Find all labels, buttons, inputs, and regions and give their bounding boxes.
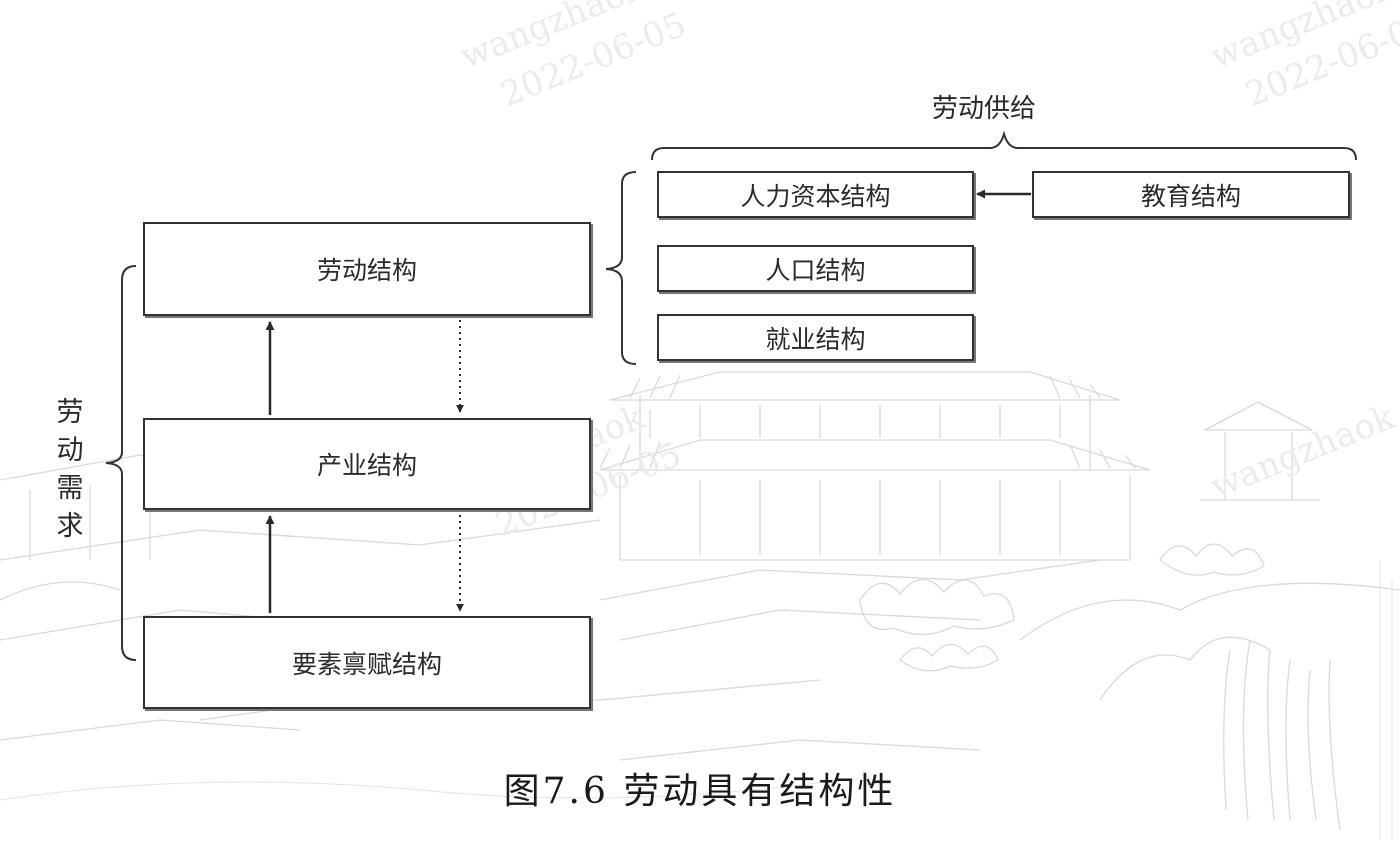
box-factor-endowment-structure: 要素禀赋结构 bbox=[143, 616, 591, 709]
box-labor-structure: 劳动结构 bbox=[143, 222, 591, 316]
supply-side-brace bbox=[605, 171, 637, 365]
demand-label-char: 劳 bbox=[56, 397, 84, 428]
demand-label: 劳 动 需 求 bbox=[50, 394, 90, 546]
demand-label-char: 需 bbox=[56, 473, 84, 504]
demand-label-char: 求 bbox=[56, 511, 84, 542]
demand-brace bbox=[105, 265, 137, 661]
box-employment-structure: 就业结构 bbox=[657, 314, 974, 361]
box-industry-structure: 产业结构 bbox=[143, 418, 591, 510]
supply-label: 劳动供给 bbox=[932, 94, 1037, 124]
supply-top-brace bbox=[651, 130, 1357, 161]
box-population-structure: 人口结构 bbox=[657, 245, 974, 292]
figure-caption: 图7.6 劳动具有结构性 bbox=[503, 771, 897, 812]
box-education-structure: 教育结构 bbox=[1032, 171, 1350, 218]
box-human-capital-structure: 人力资本结构 bbox=[657, 171, 974, 218]
demand-label-char: 动 bbox=[56, 435, 84, 466]
